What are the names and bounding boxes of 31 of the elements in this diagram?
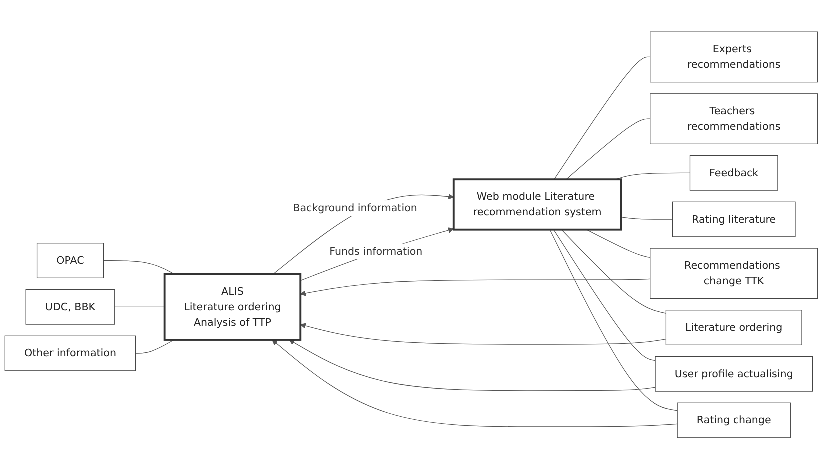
connector bbox=[136, 340, 175, 354]
arrow bbox=[300, 278, 651, 296]
connector bbox=[553, 230, 656, 362]
arrow bbox=[289, 340, 656, 392]
node-box: Literature ordering bbox=[666, 310, 802, 346]
arrow bbox=[300, 323, 667, 345]
edge-label: Background information bbox=[293, 202, 418, 214]
node-box: Teachers recommendations bbox=[650, 94, 818, 144]
node-box: Rating literature bbox=[672, 202, 796, 238]
connector bbox=[561, 230, 667, 314]
node-box: OPAC bbox=[36, 243, 104, 278]
connector bbox=[621, 217, 674, 220]
connector bbox=[550, 230, 678, 412]
node-box: UDC, BBK bbox=[26, 289, 116, 325]
connector bbox=[566, 118, 651, 180]
connector bbox=[114, 306, 166, 308]
node-box: Other information bbox=[4, 336, 136, 372]
node-box: ALIS Literature ordering Analysis of TTP bbox=[164, 273, 302, 341]
node-box: Feedback bbox=[690, 155, 778, 191]
edge-label: Funds information bbox=[330, 245, 423, 258]
node-box: Rating change bbox=[677, 402, 791, 438]
node-box: Experts recommendations bbox=[650, 32, 818, 83]
arrow bbox=[273, 194, 454, 275]
connector bbox=[554, 56, 651, 180]
node-box: User profile actualising bbox=[655, 356, 813, 392]
arrow bbox=[272, 340, 678, 428]
connector bbox=[103, 260, 175, 275]
node-box: Recommendations change TTK bbox=[650, 248, 818, 300]
arrow bbox=[300, 228, 454, 282]
node-box: Web module Literature recommendation system bbox=[452, 178, 622, 231]
connector bbox=[586, 230, 651, 258]
